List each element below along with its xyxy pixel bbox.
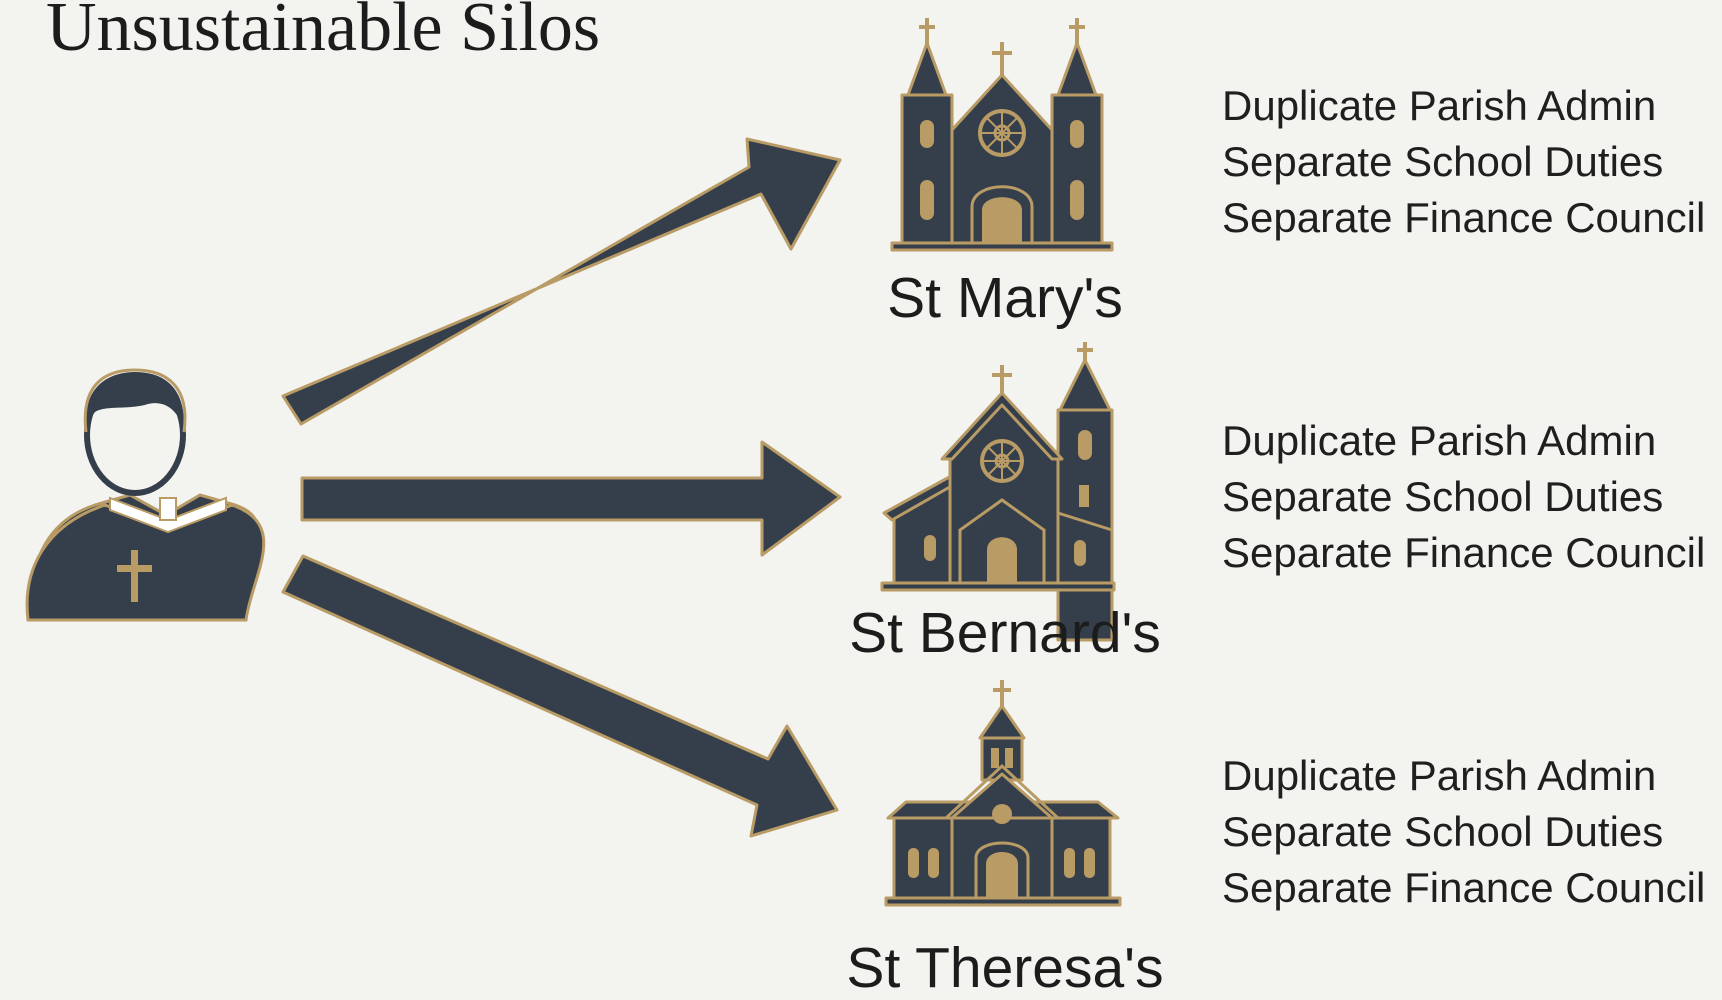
- priest-icon: [25, 368, 266, 622]
- duty-list-st-bernards: Duplicate Parish Admin Separate School D…: [1222, 413, 1705, 581]
- page-title: Unsustainable Silos: [46, 0, 601, 66]
- duty-item: Separate Finance Council: [1222, 194, 1706, 241]
- duty-item: Duplicate Parish Admin: [1222, 417, 1657, 464]
- duty-item: Duplicate Parish Admin: [1222, 82, 1657, 129]
- duty-item: Duplicate Parish Admin: [1222, 752, 1657, 799]
- parish-name-st-bernards: St Bernard's: [849, 601, 1161, 665]
- duty-item: Separate Finance Council: [1222, 864, 1706, 911]
- arrow-to-st-theresas: [281, 554, 839, 838]
- arrow-to-st-bernards: [300, 440, 842, 557]
- church-side-tower-icon: [880, 342, 1116, 642]
- church-center-belfry-icon: [884, 680, 1122, 907]
- duty-item: Separate School Duties: [1222, 808, 1664, 855]
- parish-name-st-marys: St Mary's: [887, 266, 1123, 330]
- church-twin-spires-icon: [890, 18, 1114, 252]
- arrow-to-st-marys: [281, 137, 842, 426]
- duty-item: Separate School Duties: [1222, 138, 1664, 185]
- duty-item: Separate Finance Council: [1222, 529, 1706, 576]
- duty-item: Separate School Duties: [1222, 473, 1664, 520]
- parish-name-st-theresas: St Theresa's: [846, 936, 1164, 1000]
- duty-list-st-marys: Duplicate Parish Admin Separate School D…: [1222, 78, 1705, 246]
- duty-list-st-theresas: Duplicate Parish Admin Separate School D…: [1222, 748, 1705, 916]
